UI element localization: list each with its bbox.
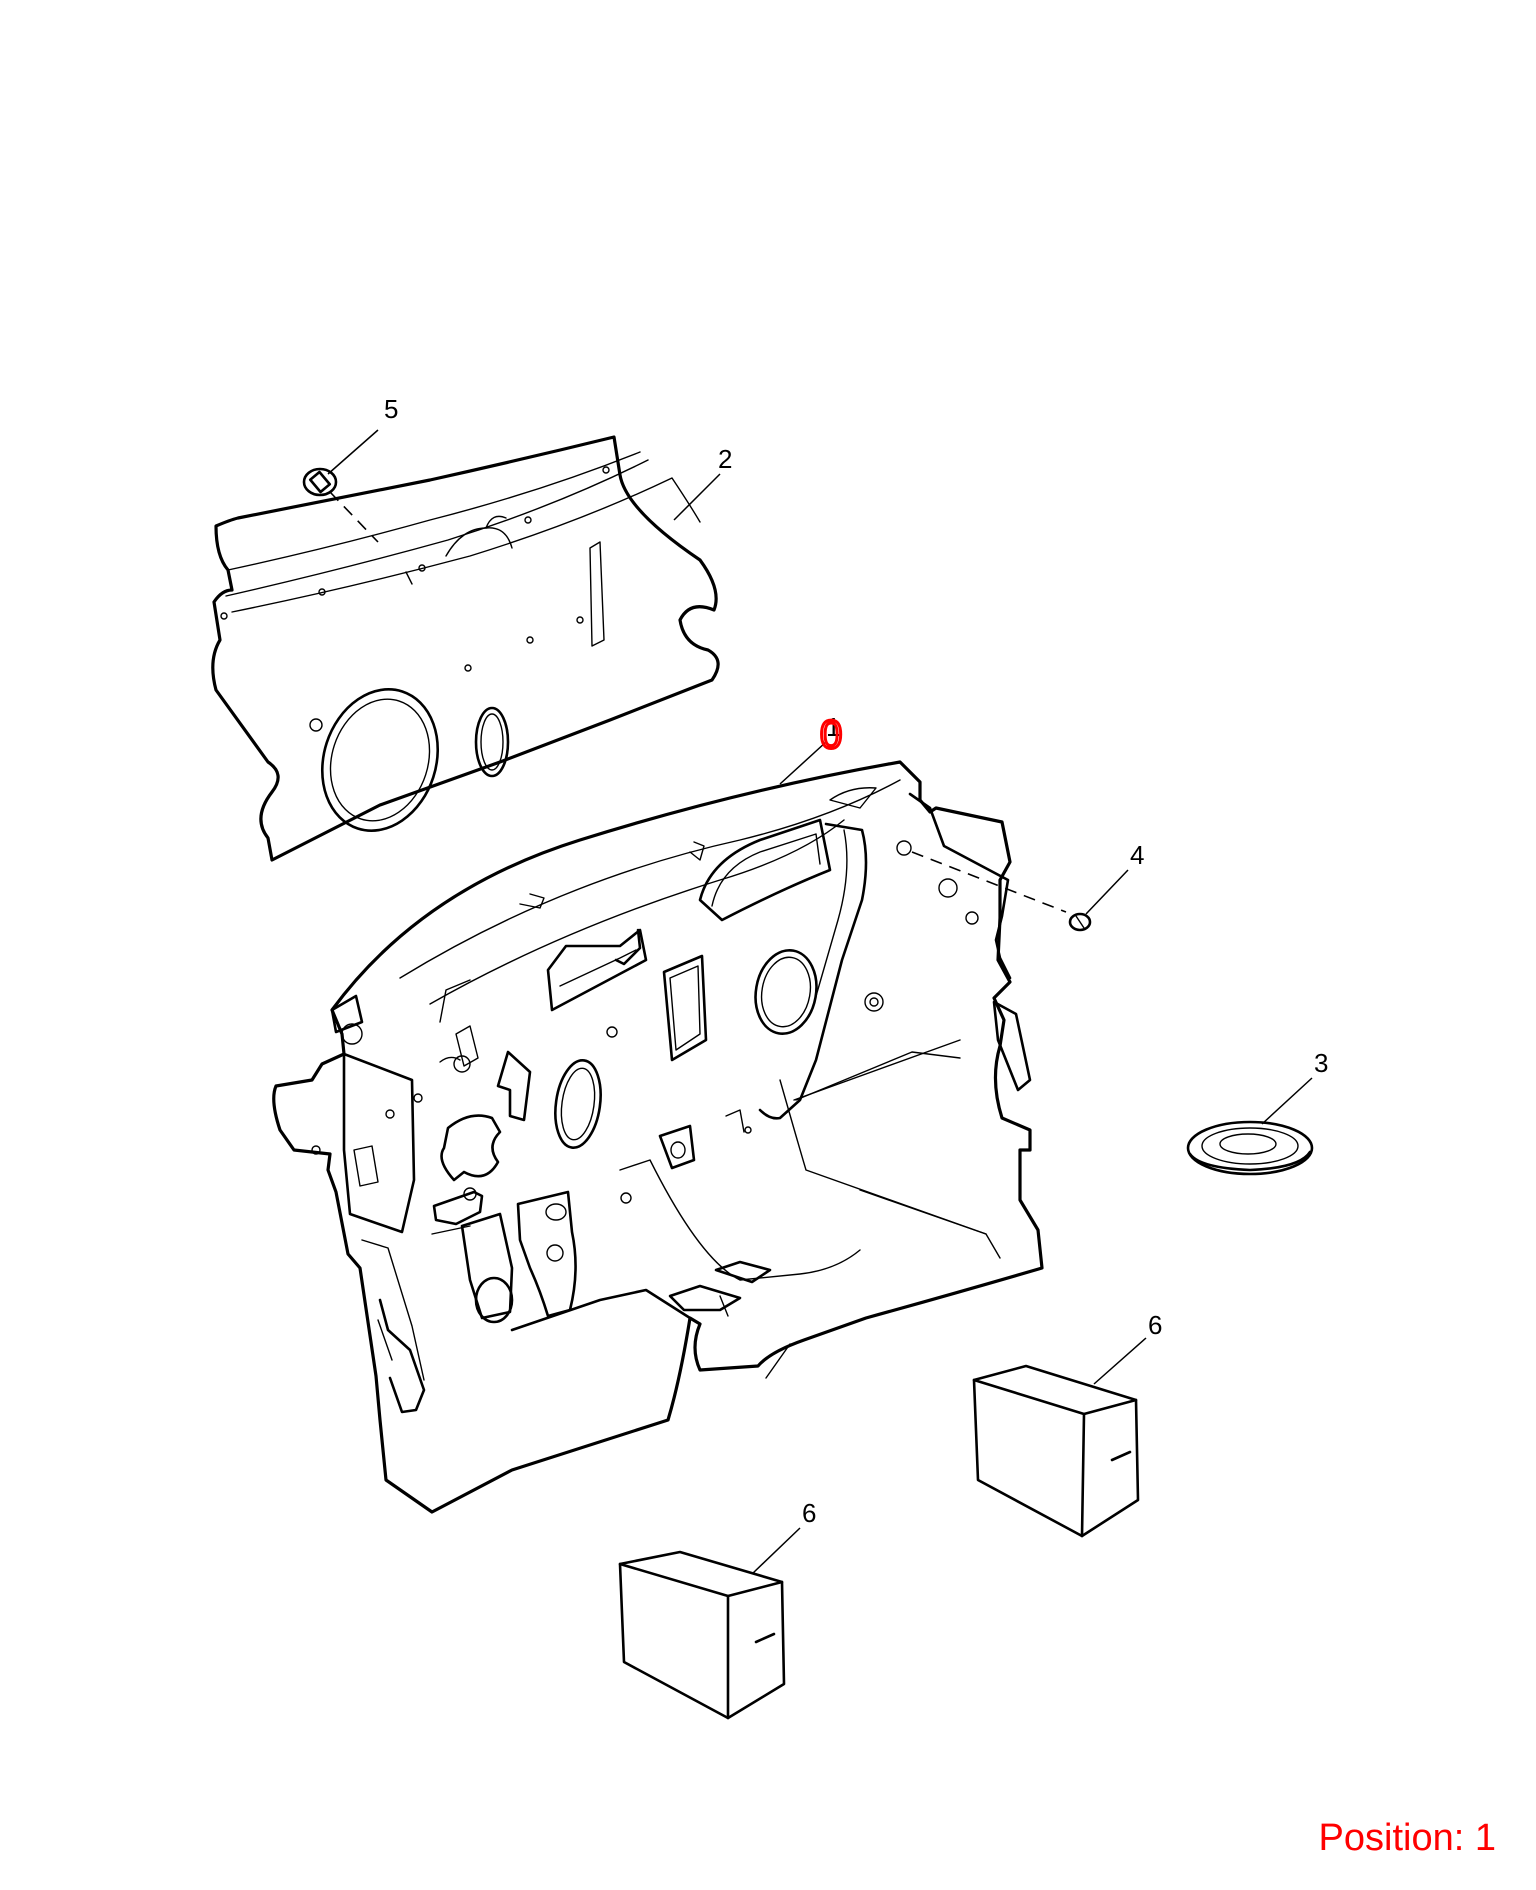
callout-5[interactable]: 5 (384, 394, 398, 424)
leader-line-6b (751, 1527, 801, 1575)
part-6-foam-block-lower[interactable] (618, 1550, 786, 1720)
leader-line-6a (1093, 1337, 1147, 1385)
position-indicator: Position: 1 (1319, 1817, 1496, 1860)
callout-4[interactable]: 4 (1130, 840, 1144, 870)
position-label-text: Position: (1318, 1817, 1465, 1859)
part-4-plug[interactable] (911, 851, 1092, 932)
position-value: 1 (1474, 1817, 1496, 1859)
callout-6-lower[interactable]: 6 (802, 1498, 816, 1528)
callout-1-highlight: 0 (820, 713, 842, 757)
callout-1[interactable]: 1 (826, 712, 840, 742)
leader-line-1 (779, 741, 827, 785)
leader-line-2 (673, 473, 721, 521)
part-3-grommet[interactable] (1186, 1120, 1314, 1176)
part-2-upper-insulation-panel[interactable] (211, 435, 720, 862)
part-1-bulkhead[interactable] (272, 760, 1044, 1514)
part-5-clip[interactable] (302, 467, 379, 543)
callout-2[interactable]: 2 (718, 444, 732, 474)
part-6-foam-block-upper[interactable] (972, 1364, 1140, 1538)
leader-line-3 (1261, 1077, 1313, 1125)
leader-line-4 (1085, 869, 1129, 915)
callout-6-upper[interactable]: 6 (1148, 1310, 1162, 1340)
leader-line-5 (327, 429, 379, 475)
callout-3[interactable]: 3 (1314, 1048, 1328, 1078)
